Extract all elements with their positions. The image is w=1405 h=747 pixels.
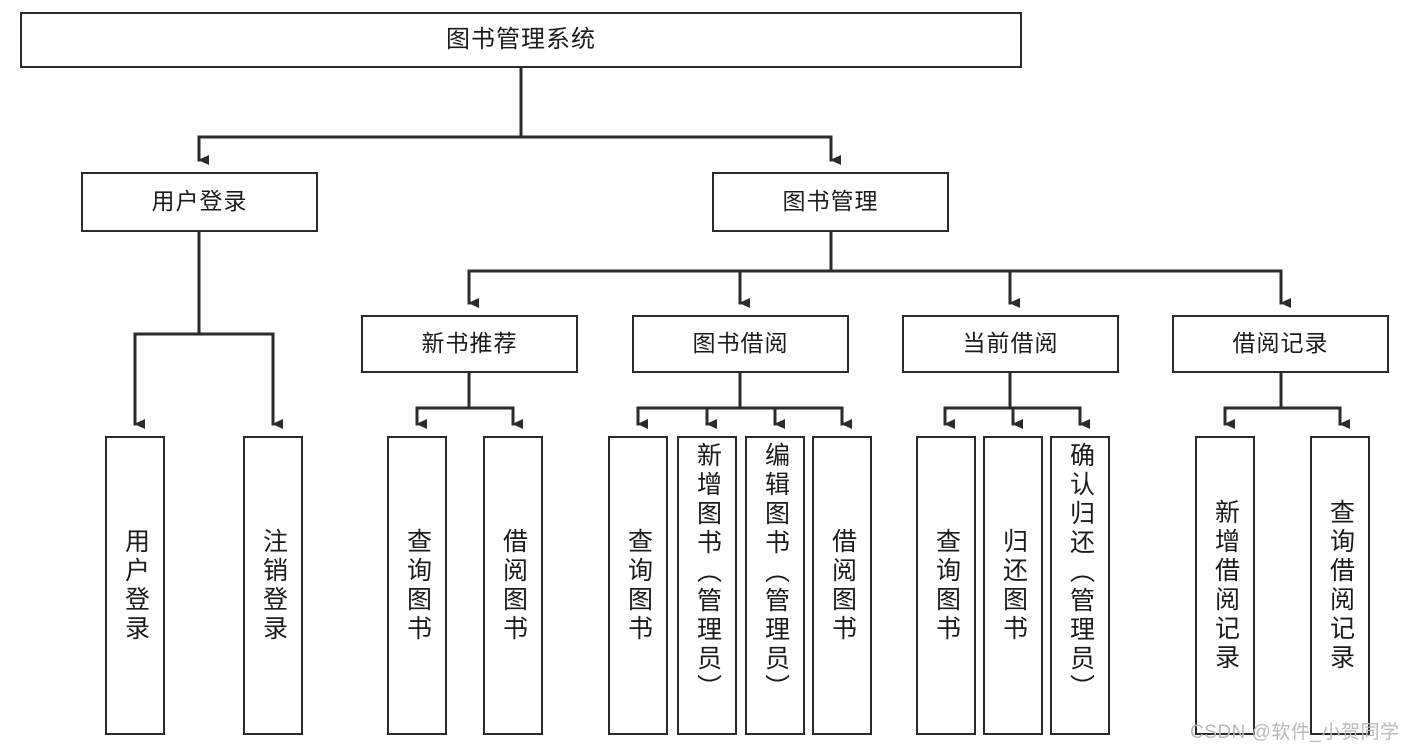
- node-leaf-borrow-add-label: 新增图书（管理员）: [693, 442, 722, 703]
- node-borrow-record-label: 借阅记录: [1232, 330, 1329, 357]
- node-leaf-user-login[interactable]: 用户登录: [105, 436, 165, 735]
- node-leaf-user-login-label: 用户登录: [121, 527, 150, 644]
- node-book-borrow-label: 图书借阅: [692, 330, 789, 357]
- node-leaf-rec-search-label: 查询借阅记录: [1326, 498, 1355, 673]
- node-leaf-cur-query[interactable]: 查询图书: [916, 436, 976, 735]
- csdn-watermark: CSDN @软件_小贺同学: [1190, 722, 1400, 743]
- node-leaf-borrow-do[interactable]: 借阅图书: [812, 436, 872, 735]
- node-leaf-borrow-query[interactable]: 查询图书: [608, 436, 668, 735]
- node-leaf-borrow-edit-label: 编辑图书（管理员）: [761, 442, 790, 703]
- node-leaf-cur-confirm[interactable]: 确认归还（管理员）: [1050, 436, 1110, 735]
- node-book-manage[interactable]: 图书管理: [712, 172, 949, 232]
- node-leaf-cur-return-label: 归还图书: [999, 527, 1028, 644]
- node-root-label: 图书管理系统: [446, 25, 596, 53]
- node-leaf-user-logout[interactable]: 注销登录: [243, 436, 303, 735]
- node-leaf-borrow-edit[interactable]: 编辑图书（管理员）: [745, 436, 805, 735]
- node-leaf-rec-add-label: 新增借阅记录: [1211, 498, 1240, 673]
- node-current-borrow-label: 当前借阅: [962, 330, 1059, 357]
- node-leaf-cur-return[interactable]: 归还图书: [983, 436, 1043, 735]
- node-leaf-cur-query-label: 查询图书: [932, 527, 961, 644]
- node-current-borrow[interactable]: 当前借阅: [902, 315, 1119, 373]
- node-book-manage-label: 图书管理: [782, 188, 879, 215]
- node-root[interactable]: 图书管理系统: [20, 12, 1022, 68]
- node-leaf-rec-add[interactable]: 新增借阅记录: [1195, 436, 1255, 735]
- node-leaf-rec-search[interactable]: 查询借阅记录: [1310, 436, 1370, 735]
- node-user-login-label: 用户登录: [151, 188, 248, 215]
- node-new-book-rec-label: 新书推荐: [421, 330, 518, 357]
- node-borrow-record[interactable]: 借阅记录: [1172, 315, 1389, 373]
- node-book-borrow[interactable]: 图书借阅: [632, 315, 849, 373]
- node-leaf-rec-borrow-label: 借阅图书: [499, 527, 528, 644]
- node-leaf-cur-confirm-label: 确认归还（管理员）: [1066, 442, 1095, 703]
- node-leaf-borrow-do-label: 借阅图书: [828, 527, 857, 644]
- node-new-book-rec[interactable]: 新书推荐: [361, 315, 578, 373]
- node-user-login[interactable]: 用户登录: [81, 172, 318, 232]
- node-leaf-user-logout-label: 注销登录: [259, 527, 288, 644]
- node-leaf-rec-borrow[interactable]: 借阅图书: [483, 436, 543, 735]
- node-leaf-rec-query-label: 查询图书: [403, 527, 432, 644]
- node-leaf-borrow-add[interactable]: 新增图书（管理员）: [677, 436, 737, 735]
- node-leaf-borrow-query-label: 查询图书: [624, 527, 653, 644]
- node-leaf-rec-query[interactable]: 查询图书: [387, 436, 447, 735]
